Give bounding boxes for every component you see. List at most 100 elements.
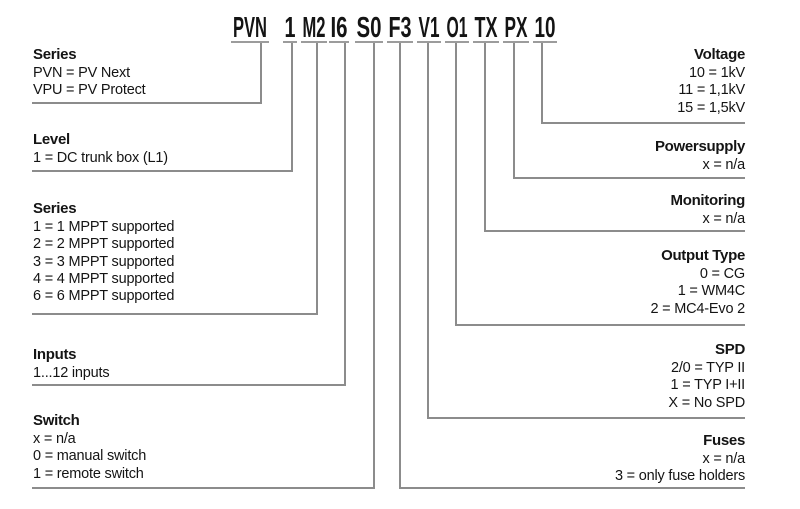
- section-spd: SPD 2/0 = TYP II 1 = TYP I+II X = No SPD: [668, 341, 745, 412]
- section-powersupply: Powersupply x = n/a: [655, 138, 745, 174]
- section-heading: Series: [33, 200, 77, 217]
- option-item: 6 = 6 MPPT supported: [33, 288, 175, 305]
- code-segment-text: V1: [419, 12, 440, 44]
- connector-vertical-series: [260, 43, 262, 104]
- segment-underline: [283, 41, 297, 43]
- option-item: 1 = WM4C: [677, 283, 745, 300]
- segment-underline: [301, 41, 327, 43]
- connector-horizontal-fuses: [399, 487, 745, 489]
- option-item: VPU = PV Protect: [33, 82, 146, 99]
- section-monitoring: Monitoring x = n/a: [670, 192, 746, 228]
- code-segment-text: PVN: [233, 12, 267, 44]
- section-heading: Voltage: [694, 46, 745, 63]
- code-segment: I6: [331, 12, 348, 44]
- section-heading: Switch: [33, 412, 80, 429]
- section-heading: SPD: [715, 341, 745, 358]
- option-item: PVN = PV Next: [33, 65, 130, 81]
- option-item: 3 = 3 MPPT supported: [33, 253, 175, 270]
- section-switch: Switch x = n/a 0 = manual switch 1 = rem…: [33, 412, 146, 483]
- option-item: 1 = remote switch: [33, 465, 144, 482]
- connector-horizontal-series: [32, 102, 262, 104]
- segment-underline: [231, 41, 269, 43]
- section-heading: Output Type: [661, 247, 745, 264]
- connector-vertical-spd: [427, 43, 429, 419]
- option-item: X = No SPD: [668, 394, 745, 411]
- section-inputs: Inputs 1...12 inputs: [33, 346, 110, 382]
- connector-horizontal-inputs: [32, 384, 346, 386]
- connector-vertical-voltage: [541, 43, 543, 124]
- connector-vertical-level: [291, 43, 293, 172]
- segment-underline: [473, 41, 499, 43]
- segment-underline: [329, 41, 349, 43]
- connector-vertical-fuses: [399, 43, 401, 489]
- connector-vertical-inputs: [344, 43, 346, 386]
- code-segment: F3: [389, 12, 412, 44]
- connector-vertical-output-type: [455, 43, 457, 326]
- code-segment-text: 1: [285, 12, 296, 44]
- connector-horizontal-series-mppt: [32, 313, 318, 315]
- section-heading: Series: [33, 46, 77, 63]
- section-heading: Monitoring: [670, 192, 746, 209]
- code-segment-text: PX: [505, 12, 528, 44]
- section-voltage: Voltage 10 = 1kV 11 = 1,1kV 15 = 1,5kV: [677, 46, 745, 117]
- code-segment-text: M2: [303, 12, 326, 44]
- section-series: Series PVN = PV Next VPU = PV Protect: [33, 46, 146, 100]
- option-item: x = n/a: [702, 157, 745, 173]
- connector-horizontal-switch: [32, 487, 375, 489]
- option-item: x = n/a: [702, 451, 745, 467]
- connector-horizontal-spd: [427, 417, 745, 419]
- segment-underline: [417, 41, 441, 43]
- segment-underline: [533, 41, 557, 43]
- segment-underline: [355, 41, 383, 43]
- connector-horizontal-level: [32, 170, 293, 172]
- option-item: 4 = 4 MPPT supported: [33, 270, 175, 287]
- segment-underline: [445, 41, 469, 43]
- option-item: 11 = 1,1kV: [678, 82, 745, 99]
- option-item: 1...12 inputs: [33, 365, 110, 381]
- code-segment-text: I6: [331, 12, 348, 44]
- segment-underline: [503, 41, 529, 43]
- code-segment-text: S0: [357, 12, 382, 44]
- section-output-type: Output Type 0 = CG 1 = WM4C 2 = MC4-Evo …: [650, 247, 745, 318]
- code-segment-text: F3: [389, 12, 412, 44]
- connector-vertical-monitoring: [484, 43, 486, 232]
- option-item: x = n/a: [33, 431, 76, 447]
- connector-vertical-switch: [373, 43, 375, 489]
- option-item: x = n/a: [702, 211, 745, 227]
- code-segment: 1: [285, 12, 296, 44]
- code-segment: PVN: [233, 12, 267, 44]
- option-item: 1 = 1 MPPT supported: [33, 219, 175, 235]
- section-heading: Level: [33, 131, 70, 148]
- option-item: 10 = 1kV: [688, 65, 745, 81]
- code-segment: S0: [357, 12, 382, 44]
- section-fuses: Fuses x = n/a 3 = only fuse holders: [615, 432, 745, 486]
- code-segment: V1: [419, 12, 440, 44]
- option-item: 2 = 2 MPPT supported: [33, 236, 175, 253]
- code-segment: 10: [535, 12, 556, 44]
- connector-horizontal-output-type: [455, 324, 745, 326]
- segment-underline: [387, 41, 413, 43]
- code-segment: TX: [475, 12, 498, 44]
- section-level: Level 1 = DC trunk box (L1): [33, 131, 168, 167]
- section-series-mppt: Series 1 = 1 MPPT supported 2 = 2 MPPT s…: [33, 200, 174, 305]
- connector-horizontal-voltage: [541, 122, 745, 124]
- code-segment: M2: [303, 12, 326, 44]
- connector-horizontal-powersupply: [513, 177, 745, 179]
- connector-vertical-powersupply: [513, 43, 515, 179]
- option-item: 2/0 = TYP II: [670, 360, 745, 376]
- connector-vertical-series-mppt: [316, 43, 318, 315]
- option-item: 2 = MC4-Evo 2: [650, 300, 745, 317]
- option-item: 1 = DC trunk box (L1): [33, 150, 168, 166]
- code-segment-text: 10: [535, 12, 556, 44]
- section-heading: Fuses: [703, 432, 745, 449]
- option-item: 0 = CG: [699, 266, 745, 282]
- option-item: 0 = manual switch: [33, 448, 147, 465]
- option-item: 3 = only fuse holders: [614, 468, 745, 485]
- code-segment: PX: [505, 12, 528, 44]
- section-heading: Inputs: [33, 346, 77, 363]
- code-segment: O1: [447, 12, 468, 44]
- section-heading: Powersupply: [654, 138, 745, 155]
- option-item: 1 = TYP I+II: [670, 377, 746, 394]
- option-item: 15 = 1,5kV: [677, 99, 745, 116]
